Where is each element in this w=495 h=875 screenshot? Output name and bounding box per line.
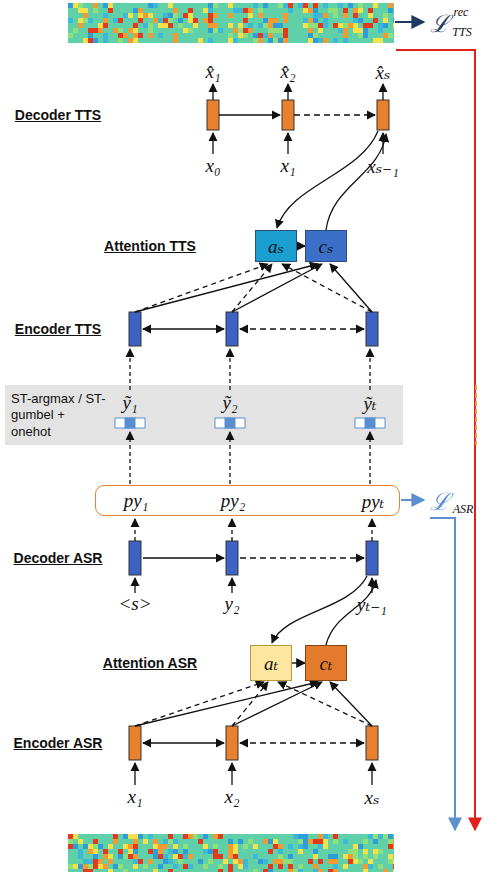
sampling-band: ST-argmax / ST-gumbel + onehot <box>5 385 403 445</box>
token-symbol: ỹ₁ <box>122 392 137 414</box>
loss-symbol: ℒ <box>430 6 450 39</box>
output-distribution-box: py₁ py₂ pyₜ <box>95 485 400 516</box>
symbol-label: pyₜ <box>362 489 385 512</box>
symbol-label: cₜ <box>319 652 332 675</box>
loss-superscript: rec <box>454 5 469 20</box>
attention-box: aₜ <box>250 645 292 681</box>
loss-subscript: ASR <box>453 502 474 517</box>
token-symbol: ỹₜ <box>363 392 376 415</box>
part-name: Decoder TTS <box>15 107 101 123</box>
input-frame: x₁ <box>127 786 142 808</box>
part-name: Attention TTS <box>104 238 196 254</box>
output-frame: x̂₁ <box>205 61 220 83</box>
input-token: y₂ <box>224 593 239 615</box>
input-frame: xₛ <box>365 786 380 809</box>
input-frame: x₁ <box>280 155 295 177</box>
attention-box: aₛ <box>255 230 297 262</box>
output-frame: x̂ₛ <box>376 61 391 84</box>
input-frame: x₀ <box>205 155 220 177</box>
attention-box: cₜ <box>305 645 347 681</box>
edge-layer <box>292 246 305 663</box>
token-symbol: ỹ₂ <box>222 392 237 414</box>
part-name: Encoder ASR <box>14 735 103 751</box>
loss-subscript: TTS <box>452 25 471 40</box>
symbol-label: aₜ <box>264 652 278 675</box>
part-name: Decoder ASR <box>14 550 103 566</box>
spectrogram <box>68 834 394 872</box>
symbol-label: py₁ <box>124 490 149 512</box>
loss-line <box>475 385 477 445</box>
output-frame: x̂₂ <box>280 61 295 83</box>
input-token: <s> <box>118 593 151 615</box>
input-frame: xₛ₋₁ <box>367 155 398 178</box>
symbol-label: aₛ <box>268 235 284 258</box>
spectrogram <box>68 3 394 43</box>
part-name: Attention ASR <box>103 655 197 671</box>
arrows <box>135 84 386 329</box>
symbol-label: py₂ <box>221 490 246 512</box>
arrows <box>130 349 370 484</box>
input-token: yₜ₋₁ <box>357 593 387 616</box>
loss-lines <box>395 22 475 830</box>
loss-symbol: ℒ <box>430 484 450 517</box>
connector-arrow <box>292 662 305 663</box>
arrows <box>135 519 376 785</box>
input-frame: x₂ <box>224 786 239 808</box>
part-name: Encoder TTS <box>15 321 101 337</box>
attention-box: cₛ <box>305 230 347 262</box>
band-label: ST-argmax / ST-gumbel + onehot <box>5 385 107 440</box>
symbol-label: cₛ <box>319 235 334 258</box>
onehot-vectors <box>115 418 385 428</box>
connector-arrow <box>297 245 305 246</box>
